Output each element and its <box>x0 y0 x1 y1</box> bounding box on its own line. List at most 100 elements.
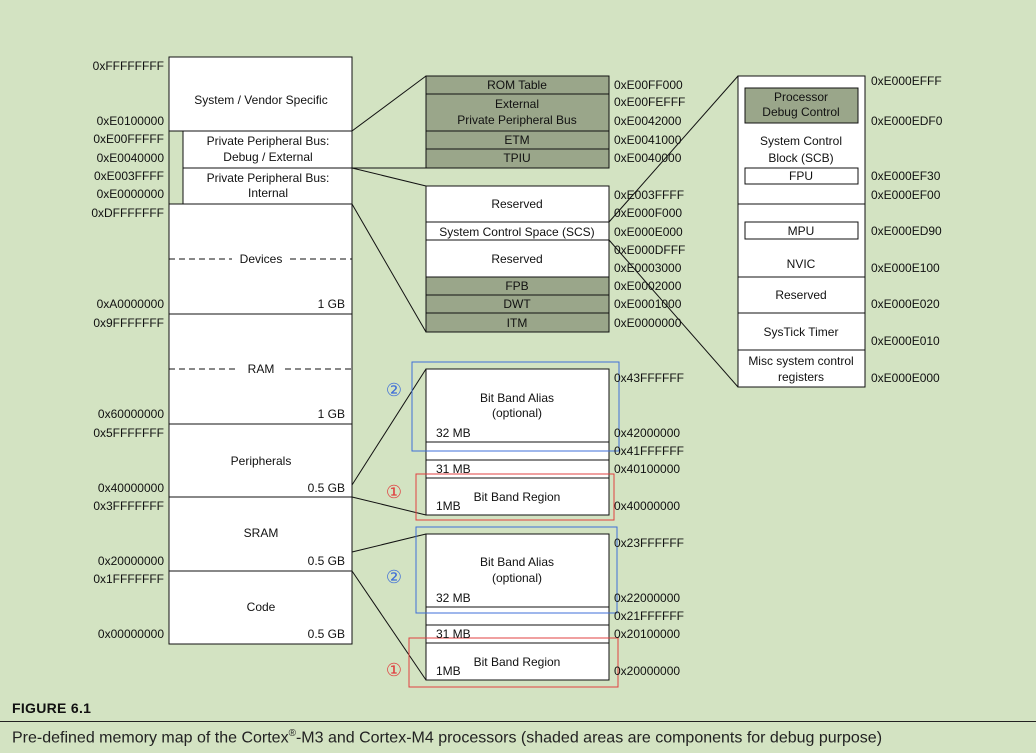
scs-label: System Control Space (SCS) <box>439 225 594 239</box>
address-label: 0xE000EDF0 <box>871 114 943 128</box>
sram-size: 0.5 GB <box>308 554 345 568</box>
scs-addresses: 0xE000EFFF 0xE000EDF0 0xE000EF30 0xE000E… <box>871 74 943 385</box>
address-label: 0x60000000 <box>98 407 164 421</box>
fpb-label: FPB <box>505 279 528 293</box>
bit-band-region-size: 1MB <box>436 499 461 513</box>
address-label: 0x43FFFFFF <box>614 371 684 385</box>
bit-band-region-block <box>425 642 610 681</box>
address-label: 0xE0000000 <box>97 187 165 201</box>
address-label: 0xE000E020 <box>871 297 940 311</box>
address-label: 0x41FFFFFF <box>614 444 684 458</box>
memory-map-diagram: System / Vendor Specific Private Periphe… <box>91 56 943 688</box>
misc-label-line2: registers <box>778 370 824 384</box>
reserved-label-upper: Reserved <box>491 197 542 211</box>
alias-marker: ② <box>386 567 402 587</box>
address-label: 0x20000000 <box>98 554 164 568</box>
address-label: 0xE0000000 <box>614 316 682 330</box>
bit-band-alias-size: 32 MB <box>436 591 471 605</box>
address-label: 0xDFFFFFFF <box>91 206 164 220</box>
address-label: 0x3FFFFFFF <box>93 499 164 513</box>
bit-band-sram-addresses: 0x23FFFFFF 0x22000000 0x21FFFFFF 0x20100… <box>614 536 684 678</box>
address-label: 0xE000E010 <box>871 334 940 348</box>
systick-label: SysTick Timer <box>764 325 839 339</box>
peripherals-label: Peripherals <box>231 454 292 468</box>
reserved-scs-label: Reserved <box>775 288 826 302</box>
address-label: 0x20000000 <box>614 664 680 678</box>
bit-band-alias-label-line2: (optional) <box>492 406 542 420</box>
caption-divider <box>0 721 1036 722</box>
devices-label: Devices <box>240 252 283 266</box>
bit-band-alias-frame <box>411 361 620 452</box>
address-label: 0xE00FF000 <box>614 78 683 92</box>
address-label: 0x20100000 <box>614 627 680 641</box>
external-ppb-label-line2: Private Peripheral Bus <box>457 113 576 127</box>
reserved-block-upper <box>425 185 610 223</box>
caption-text-post: -M3 and Cortex-M4 processors (shaded are… <box>295 729 883 747</box>
dwt-label: DWT <box>503 297 531 311</box>
address-label: 0xE00FEFFF <box>614 95 685 109</box>
region-marker: ① <box>386 482 402 502</box>
ppb-internal-label-line1: Private Peripheral Bus: <box>207 171 330 185</box>
code-size: 0.5 GB <box>308 627 345 641</box>
address-label: 0xE003FFFF <box>94 169 164 183</box>
address-label: 0xE000DFFF <box>614 243 685 257</box>
processor-debug-block <box>744 87 859 124</box>
ppb-internal-addresses: 0xE003FFFF 0xE000F000 0xE000E000 0xE000D… <box>614 188 685 330</box>
address-label: 0x40000000 <box>614 499 680 513</box>
fpu-block <box>744 167 859 185</box>
ram-label: RAM <box>248 362 275 376</box>
ppb-debug-detail <box>425 75 610 169</box>
address-label: 0xE000EF00 <box>871 188 941 202</box>
bit-band-alias-size: 32 MB <box>436 426 471 440</box>
registered-mark: ® <box>288 728 296 739</box>
address-label: 0xE000E100 <box>871 261 940 275</box>
bit-band-region-label: Bit Band Region <box>474 490 561 504</box>
bit-band-alias-block <box>425 368 610 443</box>
main-address-labels: 0xFFFFFFFF 0xE0100000 0xE00FFFFF 0xE0040… <box>91 59 164 641</box>
ppb-internal-region <box>182 167 353 205</box>
address-label: 0x5FFFFFFF <box>93 426 164 440</box>
ppb-internal-label-line2: Internal <box>248 186 288 200</box>
address-label: 0xE00FFFFF <box>93 132 164 146</box>
address-label: 0xE0040000 <box>614 151 682 165</box>
bit-band-region-size: 1MB <box>436 664 461 678</box>
address-label: 0x22000000 <box>614 591 680 605</box>
figure-caption: Pre-defined memory map of the Cortex®-M3… <box>12 728 882 747</box>
address-label: 0xE0100000 <box>97 114 165 128</box>
tpiu-label: TPIU <box>503 151 530 165</box>
bit-band-alias-frame <box>415 526 618 614</box>
address-label: 0xE0002000 <box>614 279 682 293</box>
address-label: 0xE0040000 <box>97 151 165 165</box>
address-label: 0xE003FFFF <box>614 188 684 202</box>
address-label: 0xA0000000 <box>97 297 165 311</box>
mpu-label: MPU <box>788 224 815 238</box>
address-label: 0x1FFFFFFF <box>93 572 164 586</box>
address-label: 0xE0041000 <box>614 133 682 147</box>
misc-label-line1: Misc system control <box>748 354 853 368</box>
bit-band-alias-label-line1: Bit Band Alias <box>480 391 554 405</box>
processor-debug-label-line1: Processor <box>774 90 828 104</box>
bit-band-gap-size: 31 MB <box>436 627 471 641</box>
nvic-label: NVIC <box>787 257 816 271</box>
alias-marker: ② <box>386 380 402 400</box>
bit-band-peripherals <box>411 361 620 521</box>
system-vendor-region <box>168 56 353 132</box>
bit-band-alias-label-line1: Bit Band Alias <box>480 555 554 569</box>
tpiu-block <box>425 148 610 169</box>
scb-label-line1: System Control <box>760 134 842 148</box>
bit-band-region-frame <box>415 473 615 521</box>
processor-debug-label-line2: Debug Control <box>762 105 839 119</box>
region-marker: ① <box>386 660 402 680</box>
devices-size: 1 GB <box>318 297 345 311</box>
external-ppb-label-line1: External <box>495 97 539 111</box>
figure-label: FIGURE 6.1 <box>12 700 92 716</box>
address-label: 0x9FFFFFFF <box>93 316 164 330</box>
itm-label: ITM <box>507 316 528 330</box>
address-label: 0xE0042000 <box>614 114 682 128</box>
bit-band-region-label: Bit Band Region <box>474 655 561 669</box>
external-ppb-block <box>425 93 610 132</box>
caption-text-pre: Pre-defined memory map of the Cortex <box>12 729 289 747</box>
address-label: 0xE000E000 <box>614 225 683 239</box>
reserved-label-lower: Reserved <box>491 252 542 266</box>
rom-table-label: ROM Table <box>487 78 547 92</box>
